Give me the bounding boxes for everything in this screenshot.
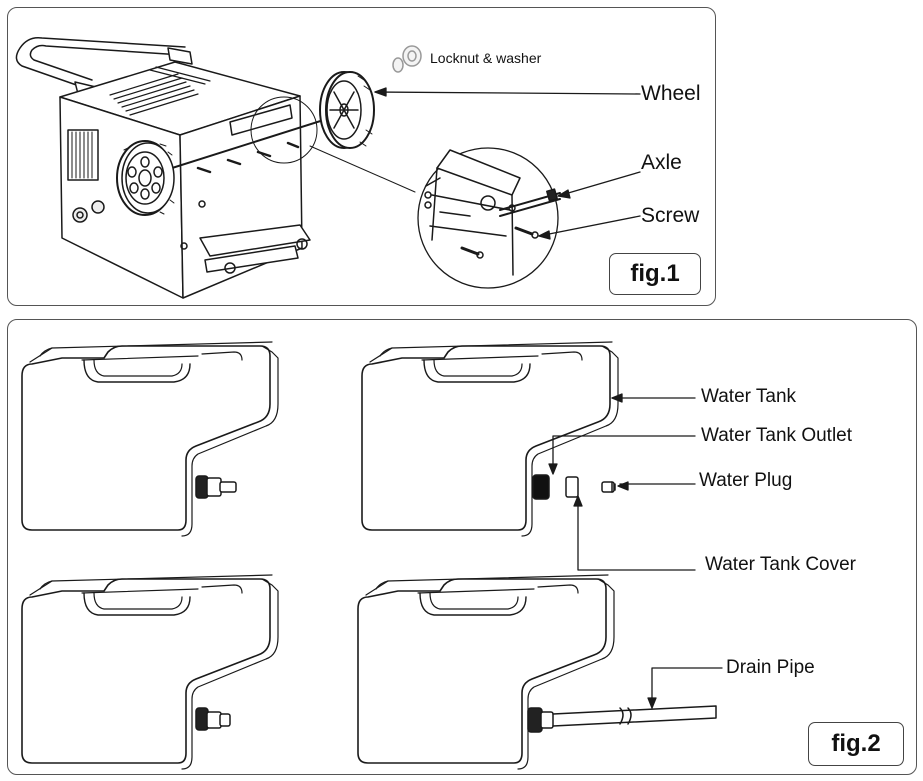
tank-outlet-exploded-icon xyxy=(532,474,616,500)
water-plug-label: Water Plug xyxy=(699,470,793,491)
axle-label: Axle xyxy=(641,151,682,174)
locknut-washer-label: Locknut & washer xyxy=(430,50,542,66)
water-tank-label: Water Tank xyxy=(701,386,797,407)
wheel-icon xyxy=(319,71,375,149)
side-nut-icon xyxy=(72,200,105,223)
attached-wheel-icon xyxy=(116,140,175,216)
drain-pipe-icon xyxy=(527,705,717,733)
figure-2-caption: fig.2 xyxy=(808,722,904,766)
wheel-label: Wheel xyxy=(641,82,701,105)
locknut-washer-icon xyxy=(392,45,422,73)
water-tank-drawing-3 xyxy=(21,574,279,770)
figure-1-caption: fig.1 xyxy=(609,253,701,295)
water-tank-cover-label: Water Tank Cover xyxy=(705,554,856,575)
water-tank-drawing-1 xyxy=(21,341,279,537)
water-tank-drawing-2 xyxy=(361,341,619,537)
water-tank-drawing-4 xyxy=(357,574,615,770)
screw-label: Screw xyxy=(641,204,700,227)
tank-outlet-with-plug-icon xyxy=(195,707,231,731)
drain-pipe-label: Drain Pipe xyxy=(726,657,815,678)
tank-outlet-with-cap-icon xyxy=(195,475,237,499)
water-tank-outlet-label: Water Tank Outlet xyxy=(701,425,853,446)
axle-detail-callout xyxy=(250,96,561,289)
fig1-leader-lines xyxy=(374,87,641,240)
fig2-leader-lines xyxy=(548,393,723,709)
